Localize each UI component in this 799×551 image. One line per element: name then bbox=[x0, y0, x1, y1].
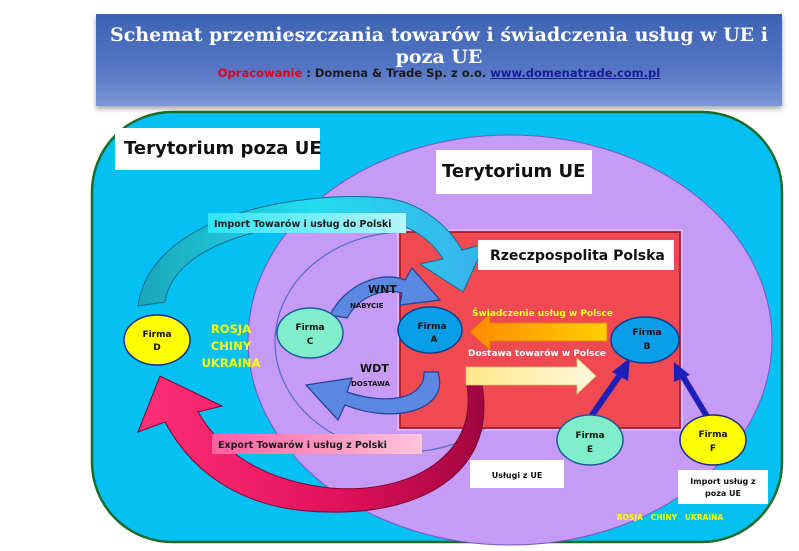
services-pl-arrow bbox=[469, 313, 608, 351]
export-arrow bbox=[137, 375, 485, 513]
eu-services-box bbox=[470, 460, 564, 488]
firm-f-label-1: Firma bbox=[698, 430, 727, 440]
firm-b-label-1: Firma bbox=[632, 328, 661, 338]
poland-label-box bbox=[478, 240, 674, 270]
firm-e-label-1: Firma bbox=[575, 431, 604, 441]
goods-pl-arrow bbox=[465, 357, 597, 395]
firm-c-label-1: Firma bbox=[295, 323, 324, 333]
wnt-sub-label: NABYCIE bbox=[350, 302, 384, 310]
firm-a: Firma A bbox=[397, 306, 463, 354]
wdt-sub-label: DOSTAWA bbox=[351, 380, 391, 388]
wnt-label: WNT bbox=[368, 283, 397, 296]
non-eu-label-box bbox=[115, 128, 320, 170]
firm-f-label-2: F bbox=[710, 444, 716, 454]
firm-f: Firma F bbox=[679, 414, 747, 466]
firm-d-label-2: D bbox=[153, 343, 160, 353]
firm-c: Firma C bbox=[276, 307, 344, 359]
poland-label: Rzeczpospolita Polska bbox=[490, 248, 665, 264]
export-label-box bbox=[212, 434, 422, 454]
firm-b: Firma B bbox=[610, 316, 680, 364]
firm-a-label-1: Firma bbox=[417, 322, 446, 332]
import-services-box bbox=[678, 470, 768, 504]
import-services-label-2: poza UE bbox=[705, 489, 741, 498]
page-title: Schemat przemieszczania towarów i świadc… bbox=[110, 24, 768, 68]
country-china: CHINY bbox=[211, 339, 252, 353]
firm-e-to-b-arrow bbox=[587, 358, 630, 420]
subtitle-prefix: Opracowanie bbox=[217, 66, 303, 80]
firm-d-label-1: Firma bbox=[142, 330, 171, 340]
firm-e: Firma E bbox=[556, 414, 624, 466]
country-russia: ROSJA bbox=[211, 322, 251, 336]
wnt-arrow bbox=[329, 266, 442, 319]
services-pl-label: Świadczenie usług w Polsce bbox=[472, 307, 613, 319]
goods-pl-label: Dostawa towarów w Polsce bbox=[468, 348, 606, 359]
wdt-arrow bbox=[304, 371, 441, 422]
import-label: Import Towarów i usług do Polski bbox=[214, 219, 392, 230]
eu-label: Terytorium UE bbox=[442, 161, 585, 182]
non-eu-label: Terytorium poza UE bbox=[124, 138, 322, 159]
wdt-label: WDT bbox=[360, 362, 389, 375]
firm-a-label-2: A bbox=[431, 335, 438, 345]
bottom-countries-label: ROSJA CHINY UKRAINA bbox=[617, 513, 724, 522]
country-ukraine: UKRAINA bbox=[202, 356, 261, 370]
firm-c-label-2: C bbox=[307, 337, 314, 347]
export-label: Export Towarów i usług z Polski bbox=[218, 440, 387, 451]
header-subtitle: Opracowanie : Domena & Trade Sp. z o.o. … bbox=[96, 66, 782, 80]
eu-services-label: Usługi z UE bbox=[492, 471, 543, 480]
eu-label-box bbox=[436, 150, 592, 194]
import-services-label-1: Import usług z bbox=[690, 477, 756, 486]
firm-d: Firma D bbox=[123, 314, 191, 366]
import-label-box bbox=[208, 213, 406, 233]
firm-b-label-2: B bbox=[644, 342, 651, 352]
header-banner: Schemat przemieszczania towarów i świadc… bbox=[96, 14, 782, 106]
website-link[interactable]: www.domenatrade.com.pl bbox=[490, 66, 661, 80]
subtitle-middle: : Domena & Trade Sp. z o.o. bbox=[302, 66, 491, 80]
firm-f-to-b-arrow bbox=[674, 362, 711, 420]
firm-e-label-2: E bbox=[587, 445, 593, 455]
